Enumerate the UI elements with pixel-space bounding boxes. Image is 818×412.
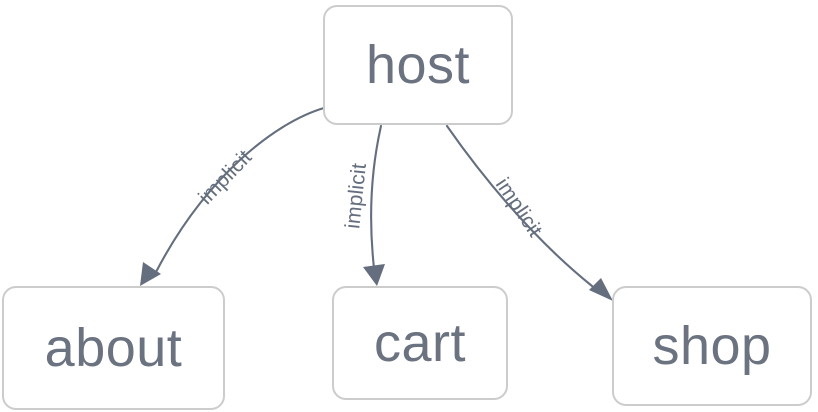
- node-cart[interactable]: cart: [332, 286, 508, 400]
- node-shop-label: shop: [652, 316, 772, 376]
- edge-host-about-arrowhead: [140, 262, 161, 286]
- edge-host-about[interactable]: implicit: [140, 106, 326, 286]
- edge-host-cart-label: implicit: [341, 162, 371, 230]
- edge-host-cart[interactable]: implicit: [341, 124, 385, 286]
- node-host-label: host: [365, 35, 471, 95]
- node-shop[interactable]: shop: [612, 286, 812, 406]
- node-cart-label: cart: [373, 313, 467, 373]
- edge-host-shop-path: [445, 124, 594, 288]
- edge-host-shop-label: implicit: [491, 174, 547, 241]
- edge-host-cart-arrowhead: [363, 264, 385, 286]
- node-about[interactable]: about: [2, 286, 225, 410]
- edge-host-about-path: [154, 106, 326, 274]
- node-host[interactable]: host: [323, 5, 513, 125]
- edge-host-about-label: implicit: [194, 146, 256, 209]
- edge-host-shop-arrowhead: [589, 278, 613, 301]
- edge-host-shop[interactable]: implicit: [445, 124, 613, 301]
- node-about-label: about: [44, 318, 183, 378]
- edge-host-cart-path: [370, 124, 383, 270]
